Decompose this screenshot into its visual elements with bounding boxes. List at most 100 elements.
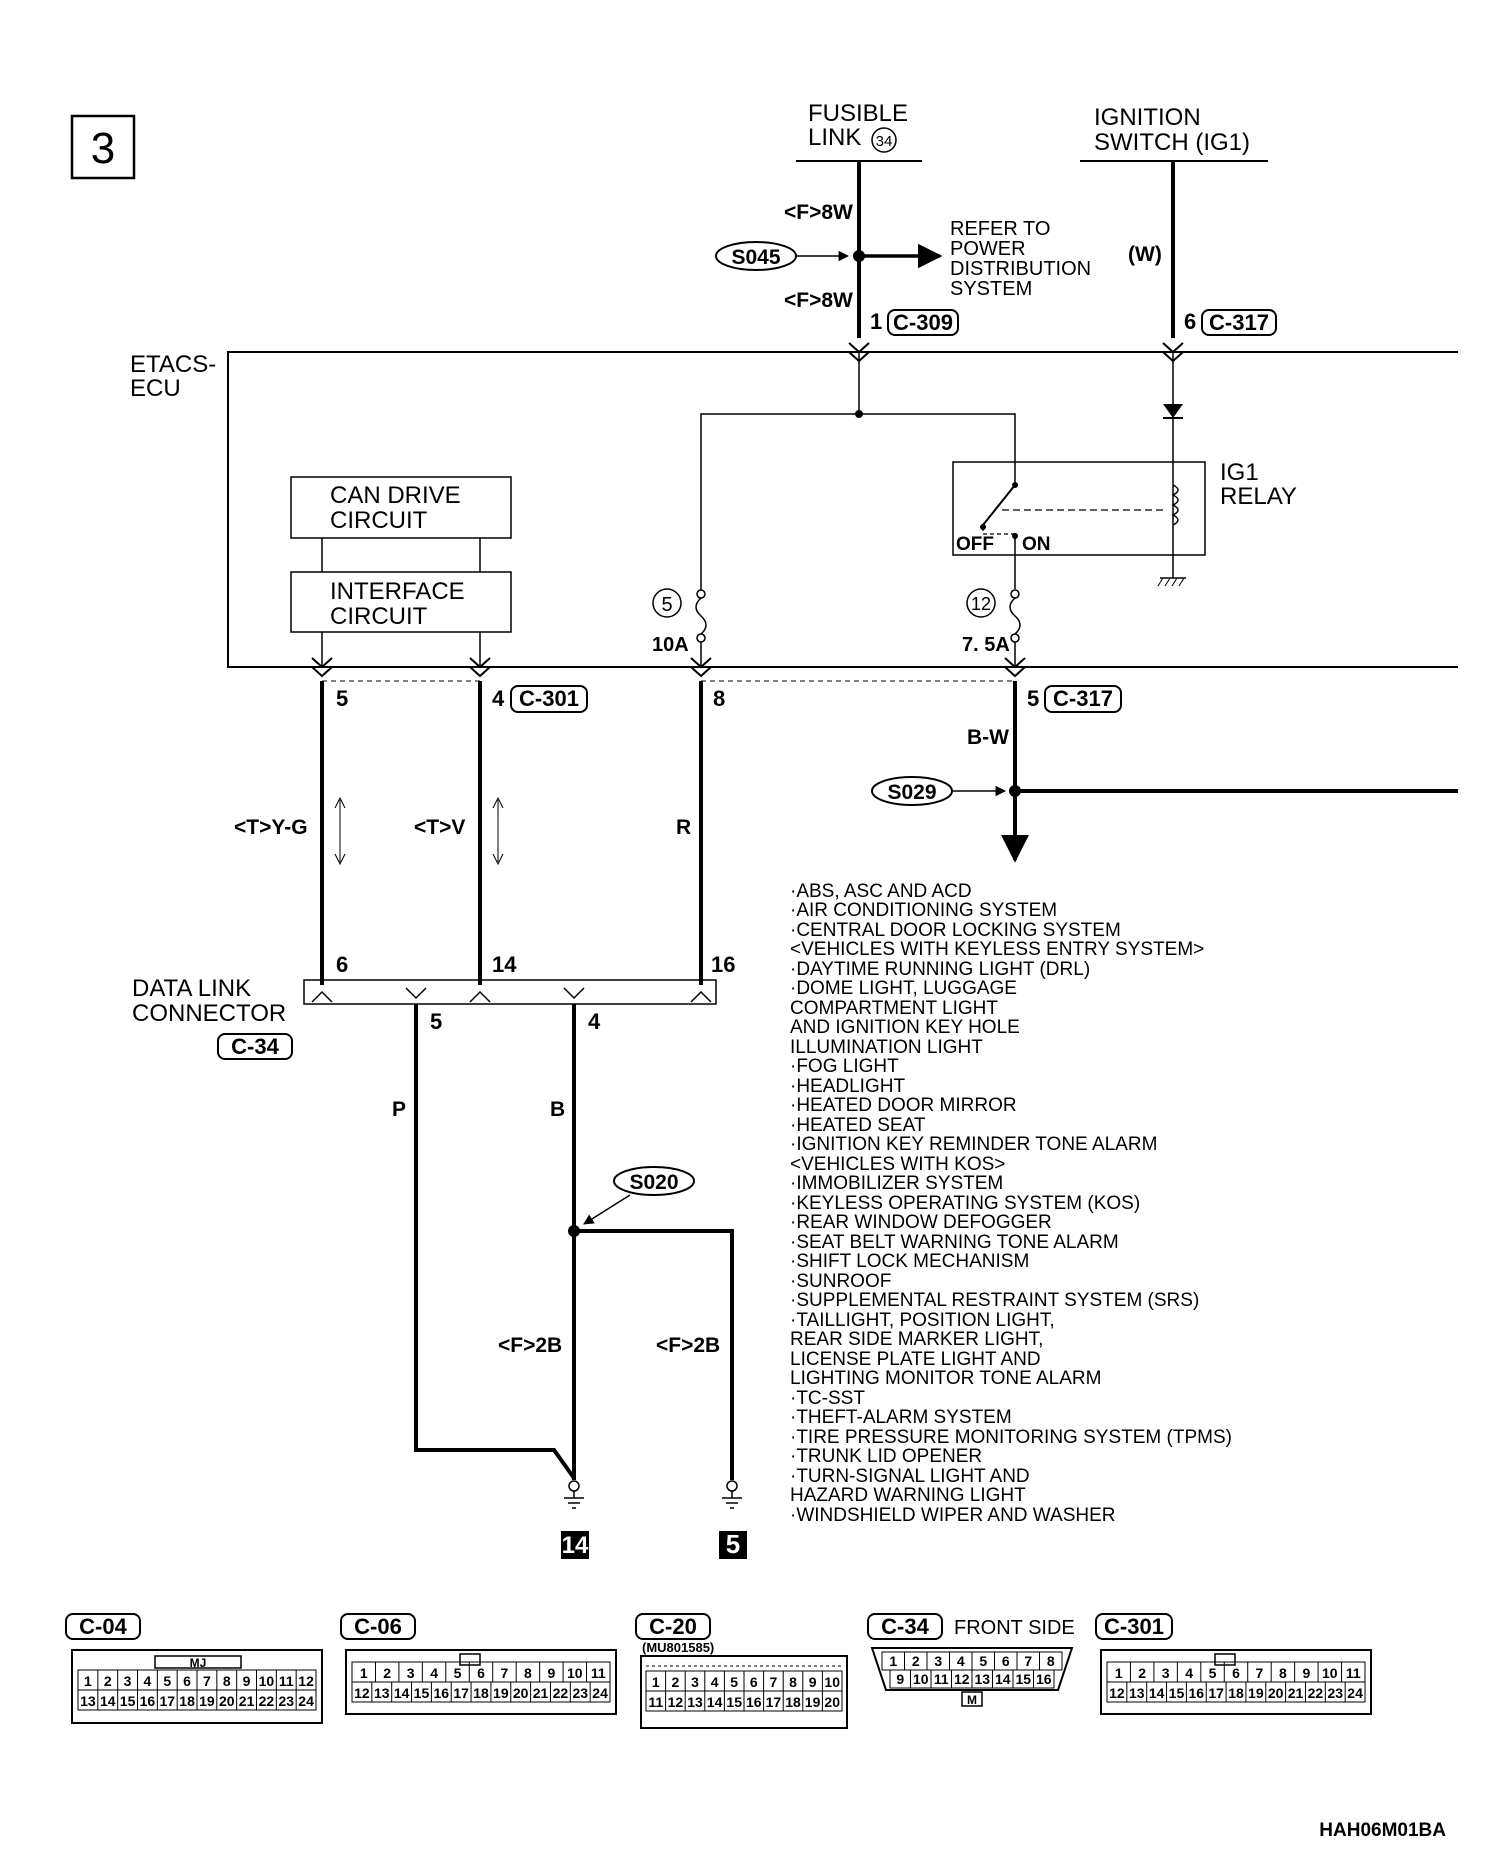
fusible-link-line1: FUSIBLE bbox=[808, 100, 908, 127]
cavity-number: 19 bbox=[805, 1694, 821, 1710]
cavity-number: 11 bbox=[934, 1671, 949, 1687]
cavity-number: 15 bbox=[726, 1694, 742, 1710]
system-item: ·TC-SST bbox=[790, 1388, 865, 1409]
cavity-number: 17 bbox=[1208, 1685, 1224, 1701]
etacs-line1: ETACS- bbox=[130, 351, 216, 378]
cavity-number: 7 bbox=[1024, 1653, 1032, 1669]
view-c04-label: C-04 bbox=[79, 1614, 127, 1639]
system-item: ·SHIFT LOCK MECHANISM bbox=[790, 1251, 1029, 1272]
cavity-number: 11 bbox=[1346, 1665, 1361, 1681]
can-line1: CAN DRIVE bbox=[330, 482, 461, 509]
splice-s020-label: S020 bbox=[629, 1171, 678, 1194]
splice-s029-label: S029 bbox=[887, 781, 936, 804]
cavity-number: 18 bbox=[473, 1685, 489, 1701]
cavity-number: 13 bbox=[374, 1685, 390, 1701]
cavity-number: 3 bbox=[124, 1673, 132, 1689]
data-link-connector: DATA LINK CONNECTOR C-34 bbox=[132, 975, 717, 1060]
systems-list: ·ABS, ASC AND ACD ·AIR CONDITIONING SYST… bbox=[790, 881, 1232, 1526]
cavity-number: 19 bbox=[493, 1685, 509, 1701]
fuse5-amp: 10A bbox=[652, 634, 689, 656]
cavity-number: 13 bbox=[1129, 1685, 1145, 1701]
cavity-number: 11 bbox=[648, 1694, 663, 1710]
cavity-number: 10 bbox=[824, 1674, 840, 1690]
etacs-ecu-box: ETACS- ECU bbox=[130, 351, 1458, 668]
cavity-number: 3 bbox=[934, 1653, 942, 1669]
cavity-number: 9 bbox=[243, 1673, 251, 1689]
cavity-number: 4 bbox=[1185, 1665, 1193, 1681]
connector-c309: C-309 bbox=[893, 310, 953, 335]
system-item: <VEHICLES WITH KOS> bbox=[790, 1154, 1005, 1175]
wire-f8w-bottom: <F>8W bbox=[784, 289, 853, 312]
wire-tv: <T>V bbox=[414, 816, 465, 839]
fusible-link-header: FUSIBLE LINK 34 bbox=[796, 100, 922, 162]
cavity-number: 13 bbox=[974, 1671, 990, 1687]
wire-f2b-left: <F>2B bbox=[498, 1334, 562, 1357]
cavity-number: 17 bbox=[159, 1693, 175, 1709]
cavity-number: 2 bbox=[383, 1665, 391, 1681]
connector-c34: C-34 bbox=[231, 1034, 279, 1059]
cavity-number: 16 bbox=[1036, 1671, 1052, 1687]
cavity-number: 24 bbox=[1347, 1685, 1363, 1701]
relay-on: ON bbox=[1022, 534, 1051, 555]
system-item: ·FOG LIGHT bbox=[790, 1056, 899, 1077]
view-c20-part: (MU801585) bbox=[642, 1640, 714, 1655]
view-c301-label: C-301 bbox=[1104, 1614, 1164, 1639]
cavity-number: 2 bbox=[1138, 1665, 1146, 1681]
cavity-number: 16 bbox=[1189, 1685, 1205, 1701]
view-c06-label: C-06 bbox=[354, 1614, 402, 1639]
fuse-12: 12 7. 5A bbox=[962, 588, 1021, 667]
cavity-number: 18 bbox=[1228, 1685, 1244, 1701]
system-item: ·TURN-SIGNAL LIGHT AND bbox=[790, 1466, 1030, 1487]
system-item: ·REAR WINDOW DEFOGGER bbox=[790, 1212, 1052, 1233]
cavity-number: 16 bbox=[140, 1693, 156, 1709]
cavity-number: 1 bbox=[652, 1674, 660, 1690]
cavity-number: 4 bbox=[957, 1653, 965, 1669]
cavity-number: 1 bbox=[84, 1673, 92, 1689]
ignition-switch-line1: IGNITION bbox=[1094, 104, 1201, 131]
ignition-switch-line2: SWITCH (IG1) bbox=[1094, 129, 1250, 156]
cavity-number: 24 bbox=[298, 1693, 314, 1709]
etacs-line2: ECU bbox=[130, 375, 181, 402]
cavity-number: 6 bbox=[1232, 1665, 1240, 1681]
view-c20-label: C-20 bbox=[649, 1614, 697, 1639]
cavity-number: 13 bbox=[80, 1693, 96, 1709]
cavity-number: 14 bbox=[1149, 1685, 1165, 1701]
cavity-number: 15 bbox=[120, 1693, 136, 1709]
cavity-number: 2 bbox=[912, 1653, 920, 1669]
fuse-5: 5 10A bbox=[652, 588, 707, 667]
system-item: HAZARD WARNING LIGHT bbox=[790, 1485, 1026, 1506]
can-line2: CIRCUIT bbox=[330, 507, 428, 534]
cavity-number: 5 bbox=[454, 1665, 462, 1681]
cavity-number: 21 bbox=[533, 1685, 549, 1701]
ground-5: 5 bbox=[719, 1480, 747, 1559]
cavity-number: 1 bbox=[1115, 1665, 1123, 1681]
pin-dlc-14: 14 bbox=[492, 952, 517, 977]
cavity-number: 11 bbox=[279, 1673, 294, 1689]
cavity-number: 14 bbox=[100, 1693, 116, 1709]
wire-r: R bbox=[676, 816, 691, 839]
cavity-number: 9 bbox=[547, 1665, 555, 1681]
pin-dlc-6: 6 bbox=[336, 952, 348, 977]
ground-14: 14 bbox=[561, 1480, 589, 1559]
system-item: ·THEFT-ALARM SYSTEM bbox=[790, 1407, 1012, 1428]
if-line2: CIRCUIT bbox=[330, 603, 428, 630]
pin-c301-5: 5 bbox=[336, 686, 348, 711]
fusible-link-number: 34 bbox=[876, 133, 893, 150]
system-item: REAR SIDE MARKER LIGHT, bbox=[790, 1329, 1043, 1350]
cavity-number: 15 bbox=[1169, 1685, 1185, 1701]
pin-dlc-16: 16 bbox=[711, 952, 735, 977]
dlc-line2: CONNECTOR bbox=[132, 1000, 286, 1027]
pin-dlc-5: 5 bbox=[430, 1009, 442, 1034]
cavity-number: 21 bbox=[1288, 1685, 1304, 1701]
cavity-number: 19 bbox=[1248, 1685, 1264, 1701]
cavity-number: 22 bbox=[259, 1693, 275, 1709]
wire-f2b-right: <F>2B bbox=[656, 1334, 720, 1357]
cavity-number: 1 bbox=[360, 1665, 368, 1681]
cavity-number: 3 bbox=[1162, 1665, 1170, 1681]
system-item: COMPARTMENT LIGHT bbox=[790, 998, 998, 1019]
system-item: ·TAILLIGHT, POSITION LIGHT, bbox=[790, 1310, 1055, 1331]
system-item: ·TRUNK LID OPENER bbox=[790, 1446, 982, 1467]
cavity-number: 6 bbox=[1002, 1653, 1010, 1669]
